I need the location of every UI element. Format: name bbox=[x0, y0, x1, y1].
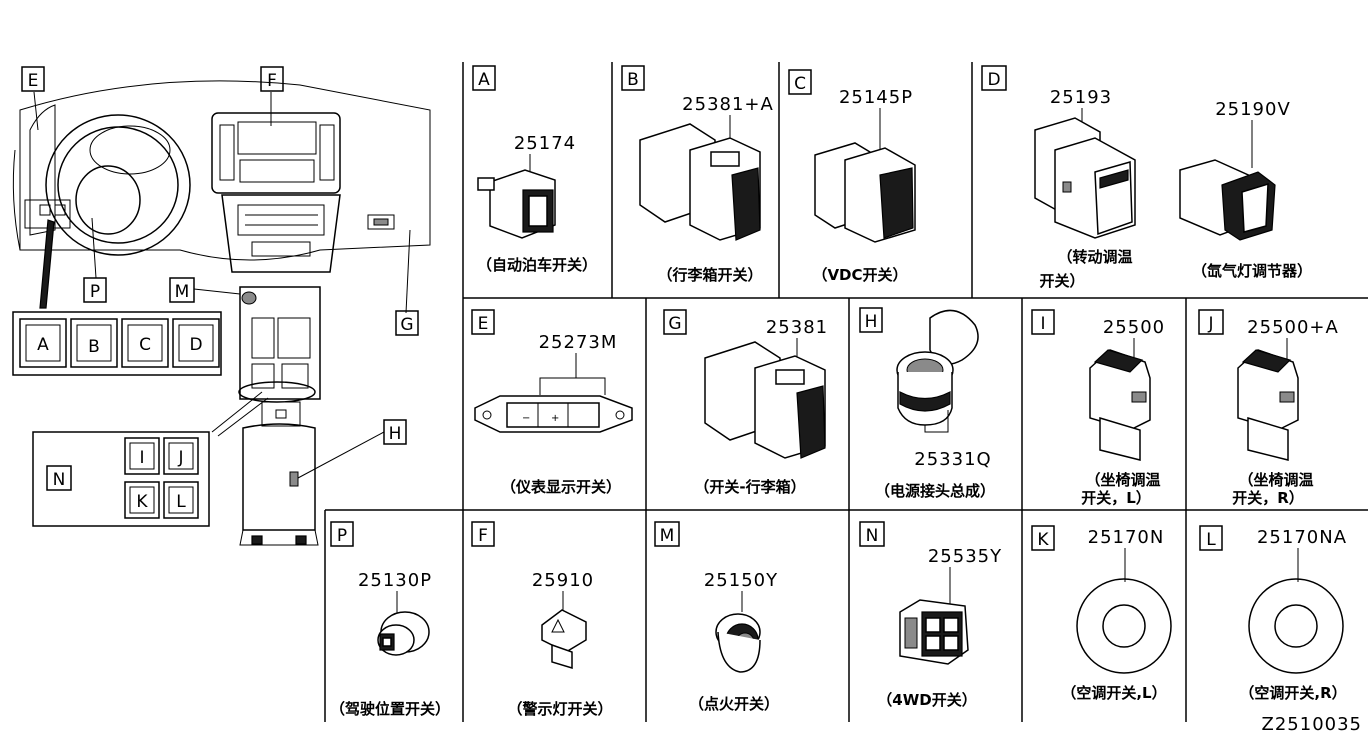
cell-g-part-number: 25381 bbox=[766, 317, 828, 338]
cell-i: I 25500 （坐椅调温 开关，L） bbox=[1031, 309, 1165, 507]
cell-l-part-number: 25170NA bbox=[1257, 527, 1347, 548]
cell-i-caption-2: 开关，L） bbox=[1081, 489, 1151, 507]
cell-f: F 25910 （警示灯开关） bbox=[471, 521, 613, 718]
callout-m: M bbox=[175, 282, 190, 302]
cell-m: M 25150Y （点火开关） bbox=[654, 521, 779, 713]
switch-l-label: L bbox=[176, 492, 186, 512]
cell-l-letter: L bbox=[1206, 530, 1216, 550]
callout-n: N bbox=[53, 470, 66, 490]
cell-i-part-number: 25500 bbox=[1103, 317, 1165, 338]
cell-l-caption: （空调开关,R） bbox=[1239, 684, 1346, 702]
cell-i-caption-1: （坐椅调温 bbox=[1085, 471, 1160, 489]
cell-m-part-number: 25150Y bbox=[704, 570, 778, 591]
cell-k-caption: （空调开关,L） bbox=[1061, 684, 1166, 702]
overview-illustration bbox=[12, 80, 431, 546]
overview-labels: E F P M G H N A B C D I J K L bbox=[19, 66, 419, 519]
cell-c-part-number: 25145P bbox=[839, 87, 913, 108]
cell-n-caption: （4WD开关） bbox=[877, 691, 976, 709]
cell-h-caption: （电源接头总成） bbox=[875, 482, 995, 500]
cell-j-part-number: 25500+A bbox=[1247, 317, 1339, 338]
cell-b-letter: B bbox=[627, 70, 639, 90]
switch-b-label: B bbox=[88, 337, 100, 357]
cell-f-letter: F bbox=[478, 526, 488, 546]
cell-a: A 25174 （自动泊车开关） bbox=[472, 65, 597, 274]
cell-b-caption: （行李箱开关） bbox=[657, 266, 762, 284]
cell-c-letter: C bbox=[794, 74, 806, 94]
cell-d-caption-1: （转动调温 bbox=[1057, 248, 1132, 266]
cell-c: C 25145P （VDC开关） bbox=[788, 69, 916, 284]
cell-d: D 25193 25190V （转动调温 开关） （氙气灯调节器） bbox=[981, 65, 1312, 290]
cell-d-letter: D bbox=[987, 70, 1000, 90]
switch-c-label: C bbox=[139, 335, 151, 355]
cell-n-part-number: 25535Y bbox=[928, 546, 1002, 567]
switch-a-label: A bbox=[37, 335, 49, 355]
diagram-code: Z2510035 bbox=[1262, 714, 1363, 735]
cell-j-caption-2: 开关，R） bbox=[1232, 489, 1304, 507]
cell-f-part-number: 25910 bbox=[532, 570, 594, 591]
grid-lines bbox=[324, 62, 1368, 722]
callout-f: F bbox=[267, 71, 277, 91]
cell-c-caption: （VDC开关） bbox=[812, 266, 907, 284]
cell-e-letter: E bbox=[478, 314, 489, 334]
cell-d-caption-2: 开关） bbox=[1039, 272, 1084, 290]
cell-d-part-number-2: 25190V bbox=[1215, 99, 1291, 120]
cell-e-caption: （仪表显示开关） bbox=[501, 478, 621, 496]
cell-j-caption-1: （坐椅调温 bbox=[1238, 471, 1313, 489]
plus-icon: + bbox=[551, 413, 559, 424]
cell-h-part-number: 25331Q bbox=[914, 449, 991, 470]
cell-i-letter: I bbox=[1040, 314, 1045, 334]
cell-k-letter: K bbox=[1037, 530, 1049, 550]
cell-f-caption: （警示灯开关） bbox=[507, 700, 612, 718]
cell-m-caption: （点火开关） bbox=[689, 695, 779, 713]
cell-n-letter: N bbox=[866, 526, 879, 546]
cell-k-part-number: 25170N bbox=[1088, 527, 1165, 548]
callout-e: E bbox=[28, 71, 39, 91]
cell-l: L 25170NA （空调开关,R） bbox=[1199, 525, 1347, 702]
cell-g-caption: （开关-行李箱） bbox=[694, 478, 805, 496]
cell-d-caption-3: （氙气灯调节器） bbox=[1192, 262, 1312, 280]
cell-j-letter: J bbox=[1207, 314, 1213, 334]
cell-a-letter: A bbox=[478, 70, 490, 90]
cell-p-letter: P bbox=[337, 526, 347, 546]
switch-i-label: I bbox=[139, 448, 144, 468]
cell-p-part-number: 25130P bbox=[358, 570, 432, 591]
cell-n: N 25535Y （4WD开关） bbox=[859, 521, 1002, 709]
callout-g: G bbox=[400, 315, 413, 335]
switch-j-label: J bbox=[177, 448, 183, 468]
cell-a-part-number: 25174 bbox=[514, 133, 576, 154]
cell-g: G 25381 （开关-行李箱） bbox=[663, 309, 828, 496]
cell-a-caption: （自动泊车开关） bbox=[477, 256, 597, 274]
cell-h: H 25331Q （电源接头总成） bbox=[859, 307, 995, 500]
cell-p: P 25130P （驾驶位置开关） bbox=[330, 521, 450, 718]
switch-k-label: K bbox=[136, 492, 148, 512]
callout-p: P bbox=[90, 282, 100, 302]
cell-d-part-number-1: 25193 bbox=[1050, 87, 1112, 108]
cell-b: B 25381+A （行李箱开关） bbox=[621, 65, 774, 284]
cell-e-part-number: 25273M bbox=[539, 332, 618, 353]
minus-icon: − bbox=[522, 413, 530, 424]
callout-h: H bbox=[389, 424, 402, 444]
cell-e: E 25273M − + （仪表显示开关） bbox=[471, 309, 633, 496]
cell-b-part-number: 25381+A bbox=[682, 94, 774, 115]
switch-d-label: D bbox=[189, 335, 202, 355]
cell-m-letter: M bbox=[660, 526, 675, 546]
cell-h-letter: H bbox=[865, 312, 878, 332]
cell-k: K 25170N （空调开关,L） bbox=[1031, 525, 1172, 702]
cell-j: J 25500+A （坐椅调温 开关，R） bbox=[1198, 309, 1339, 507]
cell-p-caption: （驾驶位置开关） bbox=[330, 700, 450, 718]
cell-g-letter: G bbox=[668, 314, 681, 334]
